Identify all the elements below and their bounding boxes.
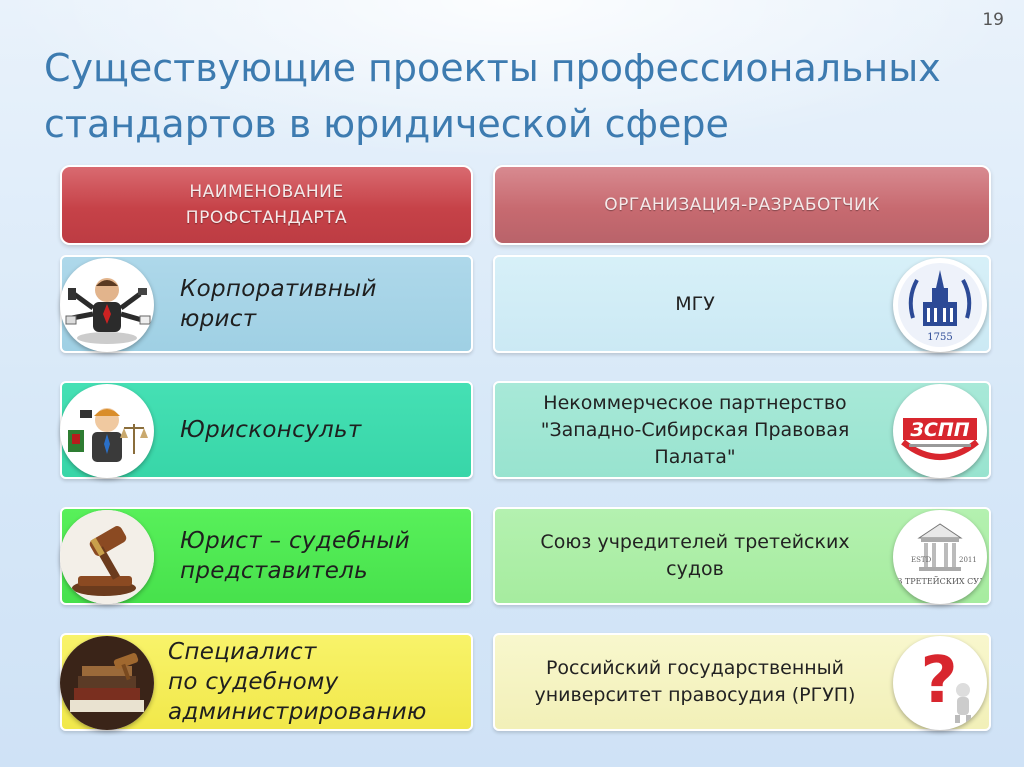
standard-name-line: представитель [180, 558, 369, 584]
developer-org: МГУ [495, 291, 895, 318]
org-line: университет правосудия (РГУП) [534, 684, 856, 706]
header-right-label: ОРГАНИЗАЦИЯ-РАЗРАБОТЧИК [604, 195, 880, 215]
header-left-line-2: ПРОФСТАНДАРТА [185, 208, 348, 228]
background-glow [0, 0, 1024, 160]
standard-name-line: Специалист [168, 639, 317, 665]
org-line: Некоммерческое партнерство [543, 391, 847, 414]
emblem-estd: ESTD [911, 556, 932, 564]
law-books-gavel-icon [60, 636, 154, 730]
org-line: Российский государственный [545, 657, 845, 679]
zspp-logo: ЗСПП [893, 384, 987, 478]
developer-org: Российский государственный университет п… [495, 655, 895, 709]
org-line: судов [666, 558, 724, 580]
org-line: Палата" [654, 445, 736, 468]
standard-name: Специалист по судебному администрировани… [168, 635, 458, 729]
svg-text:?: ? [920, 644, 957, 718]
org-line: "Западно-Сибирская Правовая [540, 418, 850, 441]
slide-number: 19 [982, 10, 1004, 30]
standard-name-line: Юрист – судебный [180, 528, 410, 554]
zspp-logo-text: ЗСПП [909, 419, 969, 441]
standard-name: Корпоративный юрист [180, 257, 470, 351]
msu-emblem: 1755 [893, 258, 987, 352]
standard-name-line: Корпоративный [180, 276, 377, 302]
standard-name: Юрист – судебный представитель [180, 509, 470, 603]
question-mark-figure-icon: ? [893, 636, 987, 730]
table-row: Специалист по судебному администрировани… [0, 633, 1024, 733]
standard-name-line: по судебному [168, 669, 339, 695]
multitasking-businessman-icon [60, 258, 154, 352]
developer-org: Некоммерческое партнерство "Западно-Сиби… [495, 390, 895, 471]
table-row: Юрисконсульт Некоммерческое партнерство … [0, 381, 1024, 481]
judge-gavel-icon [60, 510, 154, 604]
standard-name-line: юрист [180, 306, 257, 332]
org-line: МГУ [675, 292, 715, 315]
table-row: Юрист – судебный представитель Союз учре… [0, 507, 1024, 607]
slide-title: Существующие проекты профессиональных ст… [44, 40, 944, 152]
org-line: Союз учредителей третейских [540, 531, 850, 553]
emblem-year: 2011 [959, 556, 977, 564]
arbitration-union-emblem: ESTD 2011 ЮЗ ТРЕТЕЙСКИХ СУДО [893, 510, 987, 604]
title-line-2: стандартов в юридической сфере [44, 102, 729, 146]
header-left-line-1: НАИМЕНОВАНИЕ [189, 182, 344, 202]
table-row: Корпоративный юрист МГУ [0, 255, 1024, 355]
msu-emblem-year: 1755 [927, 332, 952, 343]
header-standard-name: НАИМЕНОВАНИЕ ПРОФСТАНДАРТА [60, 165, 473, 245]
developer-org: Союз учредителей третейских судов [495, 529, 895, 583]
standard-name-line: администрированию [168, 699, 427, 725]
title-line-1: Существующие проекты профессиональных [44, 46, 941, 90]
standard-name-line: Юрисконсульт [180, 417, 362, 443]
standard-name: Юрисконсульт [180, 383, 470, 477]
header-developer-org: ОРГАНИЗАЦИЯ-РАЗРАБОТЧИК [493, 165, 991, 245]
emblem-caption: ЮЗ ТРЕТЕЙСКИХ СУДО [893, 577, 987, 586]
lawyer-with-books-icon [60, 384, 154, 478]
